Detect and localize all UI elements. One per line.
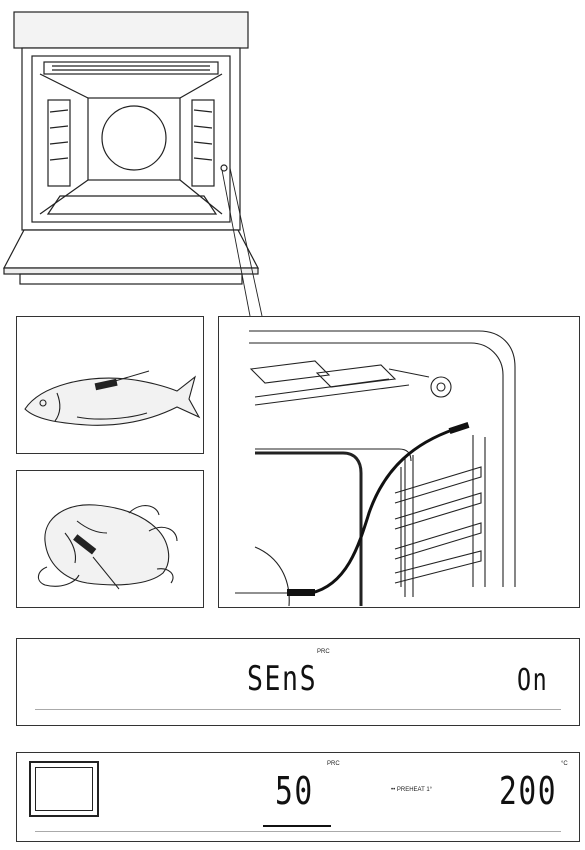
sensor-unit-indicator: PRC	[317, 649, 330, 655]
cooking-value-readout: 50	[275, 769, 314, 813]
cooking-display: PRC 50 •• PREHEAT 1° °C 200	[16, 752, 580, 842]
cooking-display-divider	[35, 831, 561, 832]
oven-illustration	[0, 0, 585, 320]
sensor-main-readout: SEnS	[247, 659, 318, 699]
sensor-state-readout: On	[517, 663, 549, 698]
value-underline	[263, 825, 331, 827]
chicken-probe-icon	[73, 534, 120, 590]
sensor-display-divider	[35, 709, 561, 710]
sensor-display: PRC SEnS On	[16, 638, 580, 726]
probe-socket-drawing	[235, 330, 516, 606]
program-label: •• PREHEAT 1°	[391, 787, 433, 793]
fish-icon	[24, 370, 201, 426]
probe-icon	[94, 370, 150, 391]
fish-probe-panel	[16, 316, 204, 454]
oven-drawing	[3, 11, 263, 317]
oven-icon	[29, 761, 99, 817]
chicken-probe-panel	[16, 470, 204, 608]
chicken-icon	[37, 504, 178, 590]
temperature-readout: 200	[499, 769, 558, 813]
temperature-unit: °C	[561, 761, 568, 767]
cooking-unit-indicator: PRC	[327, 761, 340, 767]
probe-socket-detail-panel	[218, 316, 580, 608]
